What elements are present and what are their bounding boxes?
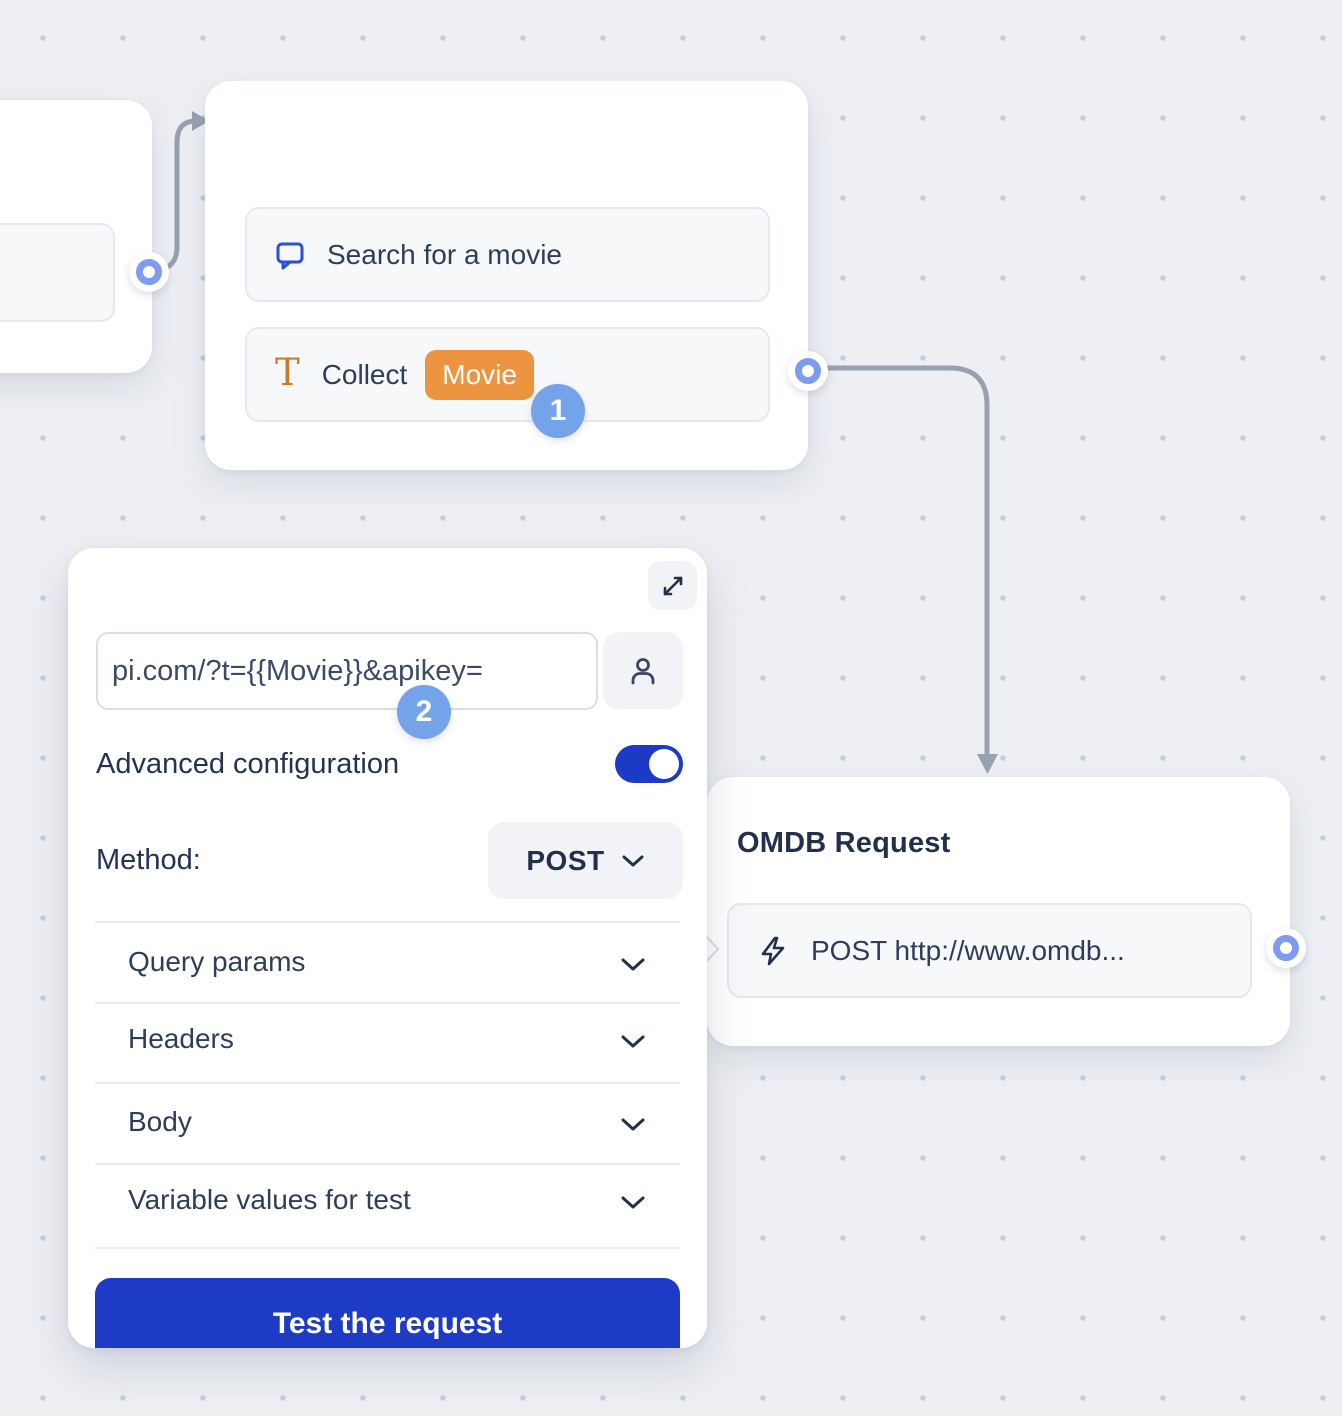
partial-card-output-port[interactable] xyxy=(129,252,169,292)
item-label: Collect xyxy=(321,358,408,390)
chevron-down-icon[interactable] xyxy=(620,1034,646,1049)
method-value: POST xyxy=(526,844,605,876)
node-title: OMDB Request xyxy=(737,827,951,859)
expand-icon xyxy=(663,576,682,595)
divider xyxy=(95,921,680,923)
method-dropdown[interactable]: POST xyxy=(488,822,683,899)
wire-movie-to-omdb xyxy=(819,365,990,756)
divider xyxy=(95,1082,680,1084)
divider xyxy=(95,1002,680,1004)
movie-search-question-item[interactable]: Search for a movie xyxy=(245,207,770,302)
port-ring xyxy=(1273,935,1299,961)
toggle-knob xyxy=(649,749,679,779)
divider xyxy=(95,1247,680,1249)
item-label: Search for a movie xyxy=(327,238,562,270)
omdb-request-node[interactable]: OMDB Request POST http://www.omdb... xyxy=(705,777,1290,1046)
omdb-card-output-port[interactable] xyxy=(1266,928,1306,968)
section-query-params[interactable]: Query params xyxy=(128,946,306,977)
advanced-config-toggle[interactable] xyxy=(615,745,683,783)
chevron-down-icon[interactable] xyxy=(620,957,646,972)
variable-chip[interactable]: Movie xyxy=(425,349,534,400)
person-icon xyxy=(631,657,655,684)
partial-node-card[interactable] xyxy=(0,100,152,373)
section-headers[interactable]: Headers xyxy=(128,1023,234,1054)
method-label: Method: xyxy=(96,844,201,876)
wire-arrowhead-down xyxy=(977,754,998,774)
port-ring xyxy=(795,358,821,384)
text-collect-icon: T xyxy=(275,351,300,394)
partial-node-item[interactable] xyxy=(0,223,115,322)
section-body[interactable]: Body xyxy=(128,1106,192,1137)
expand-button[interactable] xyxy=(648,561,697,610)
lightning-icon xyxy=(761,936,785,965)
item-label: POST http://www.omdb... xyxy=(811,934,1125,966)
url-input[interactable] xyxy=(96,632,598,710)
port-ring xyxy=(136,259,162,285)
advanced-config-label: Advanced configuration xyxy=(96,748,400,780)
chevron-down-icon xyxy=(622,855,644,866)
chevron-down-icon[interactable] xyxy=(620,1195,646,1210)
movie-card-output-port[interactable] xyxy=(788,351,828,391)
movie-collect-item[interactable]: T Collect Movie xyxy=(245,327,770,422)
step-badge-2: 2 xyxy=(397,685,451,739)
chat-bubble-icon xyxy=(276,242,304,269)
movie-search-node[interactable]: Movie search Search for a movie T Collec… xyxy=(205,81,808,470)
chevron-down-icon[interactable] xyxy=(620,1117,646,1132)
input-port-notch xyxy=(705,934,720,964)
person-button[interactable] xyxy=(603,632,683,709)
wire-into-movie-card xyxy=(147,118,199,274)
webhook-config-panel: Advanced configuration Method: POST Quer… xyxy=(68,548,707,1348)
wire-arrowhead-right xyxy=(192,111,209,131)
step-badge-1: 1 xyxy=(531,384,585,438)
divider xyxy=(95,1163,680,1165)
section-variable-values[interactable]: Variable values for test xyxy=(128,1184,411,1215)
omdb-request-item[interactable]: POST http://www.omdb... xyxy=(727,903,1252,998)
test-request-button[interactable]: Test the request xyxy=(95,1278,680,1348)
